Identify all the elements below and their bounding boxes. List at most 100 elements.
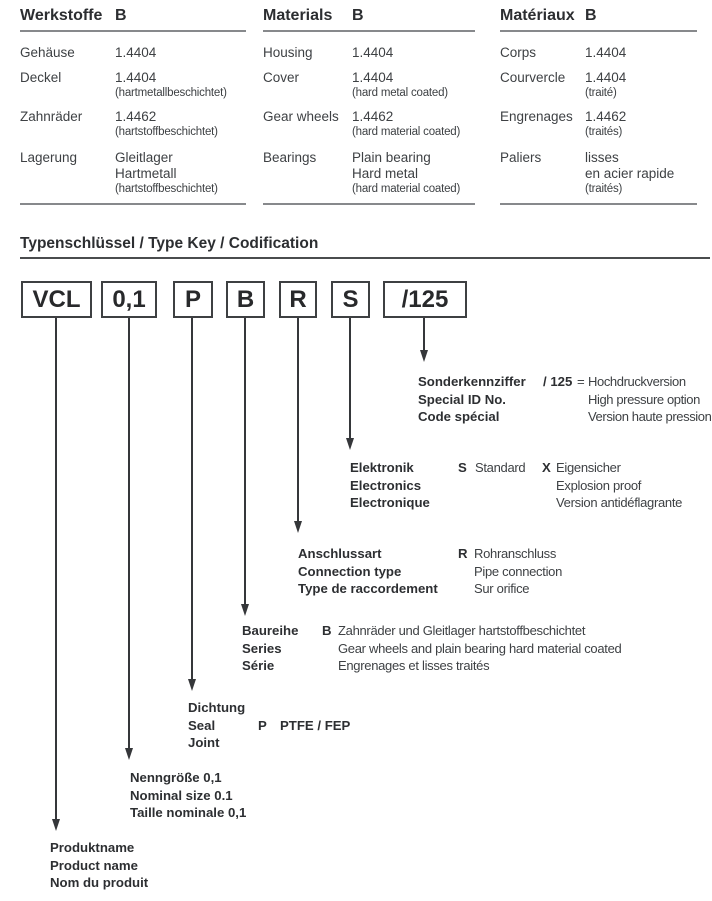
row-label: Corps [500, 45, 537, 60]
row-value: 1.4404 [115, 70, 157, 85]
label-de: Sonderkennziffer [418, 374, 526, 389]
row-label: Paliers [500, 150, 542, 165]
label-de: Baureihe [242, 623, 299, 638]
desc-en: Pipe connection [474, 563, 563, 579]
desc-en: High pressure option [588, 391, 700, 407]
code-box-connection: R [279, 281, 317, 318]
seal-description: PTFE / FEP [280, 718, 351, 733]
desc-fr: Version haute pression [588, 409, 712, 424]
label-fr: Code spécial [418, 409, 500, 424]
label-en: Special ID No. [418, 391, 506, 407]
seal-code-p: P [258, 718, 267, 733]
row-label: Cover [263, 70, 300, 85]
row-label: Lagerung [20, 150, 78, 165]
leader-line-connection [297, 318, 299, 521]
equals-sign: = [577, 374, 585, 389]
label-en: Electronics [350, 477, 422, 493]
label-de: Nenngröße 0,1 [130, 770, 222, 785]
series-labels: Baureihe Series Série [242, 622, 298, 675]
row-value: Plain bearing [352, 150, 431, 165]
row-label: Engrenages [500, 109, 573, 124]
arrowhead-icon [52, 819, 60, 831]
row-value: Hard metal [352, 166, 419, 181]
special-id-descriptions: Hochdruckversion High pressure option Ve… [588, 373, 712, 426]
code-box-series: B [226, 281, 265, 318]
arrowhead-icon [125, 748, 133, 760]
header-rule [263, 30, 475, 32]
desc-de: Zahnräder und Gleitlager hartstoffbeschi… [338, 623, 586, 638]
row-label: Housing [263, 45, 313, 60]
table-code: B [115, 7, 127, 24]
special-id-labels: Sonderkennziffer Special ID No. Code spé… [418, 373, 526, 426]
label-fr: Taille nominale 0,1 [130, 805, 247, 820]
electronics-code-s: S [458, 460, 467, 475]
label-en: Series [242, 640, 282, 656]
desc-en: Gear wheels and plain bearing hard mater… [338, 640, 622, 656]
desc-de: Eigensicher [556, 460, 621, 475]
arrowhead-icon [188, 679, 196, 691]
row-value: 1.4404 [585, 45, 627, 60]
row-note: (traité) [585, 87, 617, 99]
header-rule [500, 30, 697, 32]
row-label: Gear wheels [263, 109, 339, 124]
row-label: Bearings [263, 150, 317, 165]
electronics-code-x: X [542, 460, 551, 475]
desc-de: Hochdruckversion [588, 374, 686, 389]
leader-line-seal [191, 318, 193, 679]
arrowhead-icon [346, 438, 354, 450]
row-value: 1.4462 [352, 109, 394, 124]
bottom-rule [20, 203, 246, 205]
label-fr: Nom du produit [50, 875, 149, 890]
row-note: (hard material coated) [352, 126, 461, 138]
desc-fr: Version antidéflagrante [556, 495, 683, 510]
product-name-labels: Produktname Product name Nom du produit [50, 839, 148, 892]
code-box-size: 0,1 [101, 281, 157, 318]
label-fr: Joint [188, 735, 220, 750]
heading-rule [20, 257, 710, 259]
row-value: 1.4462 [585, 109, 627, 124]
code-box-seal: P [173, 281, 213, 318]
row-value: Gleitlager [115, 150, 173, 165]
row-note: (hartstoffbeschichtet) [115, 183, 218, 195]
arrowhead-icon [294, 521, 302, 533]
electronics-code-x-descriptions: Eigensicher Explosion proof Version anti… [556, 459, 682, 512]
arrowhead-icon [420, 350, 428, 362]
label-fr: Type de raccordement [298, 581, 438, 596]
label-de: Elektronik [350, 460, 414, 475]
leader-line-electronics [349, 318, 351, 438]
row-label: Zahnräder [20, 109, 83, 124]
electronics-labels: Elektronik Electronics Electronique [350, 459, 430, 512]
leader-line-special [423, 318, 425, 350]
nominal-size-labels: Nenngröße 0,1 Nominal size 0.1 Taille no… [130, 769, 246, 822]
special-id-code: / 125 [543, 374, 573, 389]
row-value: Hartmetall [115, 166, 177, 181]
series-code-b: B [322, 623, 332, 638]
row-value: lisses [585, 150, 619, 165]
leader-line-series [244, 318, 246, 604]
table-title: Materials [263, 7, 333, 24]
row-label: Deckel [20, 70, 62, 85]
header-rule [20, 30, 246, 32]
series-descriptions: Zahnräder und Gleitlager hartstoffbeschi… [338, 622, 622, 675]
row-value: 1.4404 [585, 70, 627, 85]
table-code: B [352, 7, 364, 24]
seal-labels: Dichtung Seal Joint [188, 699, 245, 752]
code-box-vcl: VCL [21, 281, 92, 318]
desc-fr: Engrenages et lisses traités [338, 658, 490, 673]
desc-fr: Sur orifice [474, 581, 530, 596]
leader-line-size [128, 318, 130, 748]
row-note: (traités) [585, 126, 623, 138]
label-de: Anschlussart [298, 546, 382, 561]
connection-labels: Anschlussart Connection type Type de rac… [298, 545, 438, 598]
row-label: Courvercle [500, 70, 566, 85]
leader-line-vcl [55, 318, 57, 819]
label-en: Product name [50, 857, 138, 873]
table-title: Matériaux [500, 7, 575, 24]
code-box-special: /125 [383, 281, 467, 318]
desc-de: Rohranschluss [474, 546, 557, 561]
table-code: B [585, 7, 597, 24]
label-fr: Electronique [350, 495, 430, 510]
row-value: 1.4404 [352, 45, 394, 60]
bottom-rule [263, 203, 475, 205]
